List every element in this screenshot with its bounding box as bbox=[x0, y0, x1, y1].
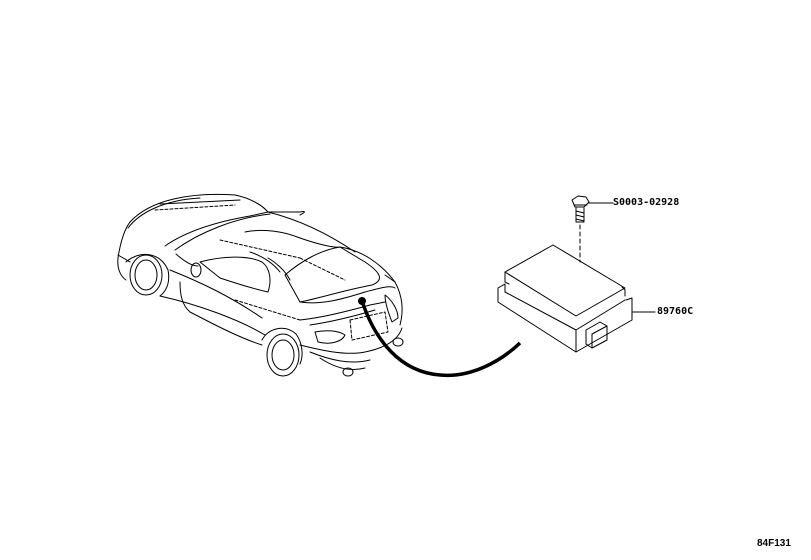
connector-leader bbox=[358, 297, 522, 378]
module-part-number-label: 89760C bbox=[657, 306, 694, 317]
module-illustration bbox=[497, 244, 656, 353]
bolt-illustration bbox=[571, 195, 614, 263]
illustration-id-label: 84F131 bbox=[757, 538, 791, 549]
bolt-part-number-label: S0003-02928 bbox=[613, 197, 680, 208]
car-illustration bbox=[117, 193, 404, 377]
